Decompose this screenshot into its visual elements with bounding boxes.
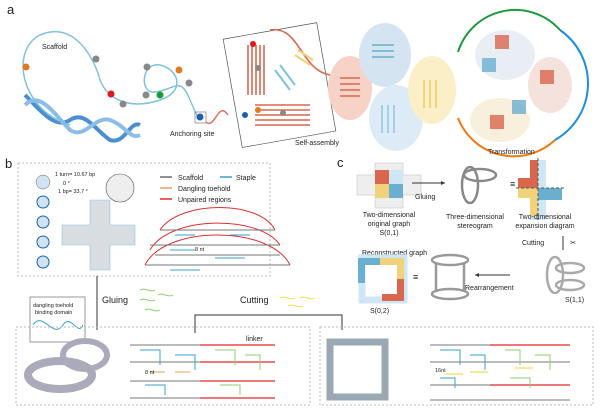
nt-label-b: 8 nt <box>195 247 205 253</box>
original-graph <box>356 162 422 209</box>
zero-degree-label: 0 ° <box>63 181 70 187</box>
legend-unpaired-regions: Unpaired regions <box>178 197 232 204</box>
helix-turn-diagram <box>35 174 51 269</box>
cutting-strands <box>279 296 316 308</box>
legend-dangling-toehold: Dangling toehold <box>178 186 231 193</box>
cutting-result-box <box>319 326 594 406</box>
cutting-flow-label: Cutting <box>240 295 269 305</box>
stereogram-label-1: Three-dimensional <box>446 214 504 221</box>
scaffold-sites <box>22 55 193 108</box>
expansion-label-2: expansion diagram <box>515 223 574 230</box>
cutting-label: Cutting <box>522 240 544 247</box>
s02-label: S(0,2) <box>370 308 389 315</box>
double-ring-structure <box>24 338 110 393</box>
nt8-label: 8 nt <box>145 370 155 376</box>
bp-label: 1 bp= 33.7 ° <box>58 189 88 195</box>
strand-diagram-b <box>144 207 291 271</box>
gluing-result-box <box>15 326 311 406</box>
reconstructed-graph-label: Reconstructed graph <box>362 250 427 257</box>
anchoring-site-label: Anchoring site <box>170 131 214 138</box>
panel-b-box <box>17 162 271 277</box>
original-graph-label-2: original graph <box>368 221 411 228</box>
original-graph-label-3: S(0,1) <box>379 230 398 237</box>
turn-label: 1 turn= 10.67 bp <box>55 172 95 178</box>
gluing-flow-label: Gluing <box>102 295 128 305</box>
toehold-inset-label-1: dangling toehold <box>33 303 73 309</box>
cylinder-shape <box>430 253 470 301</box>
expansion-label-1: Two-dimensional <box>519 214 572 221</box>
nt16-label: 16nt <box>435 368 446 374</box>
toehold-inset-label-2: binding domain <box>35 310 72 316</box>
gluing-strands <box>139 288 174 312</box>
assembled-tiles <box>328 23 456 151</box>
stereogram <box>460 165 498 205</box>
panel-b-letter: b <box>5 156 12 171</box>
linker-label: linker <box>246 336 263 343</box>
scaffold-strand <box>22 31 199 126</box>
panel-a-letter: a <box>7 2 15 17</box>
anchoring-site-marker <box>194 111 207 124</box>
transformation-label: Transformation <box>488 149 535 156</box>
expansion-diagram <box>516 158 566 220</box>
equivalent-sign-2: ≡ <box>413 272 418 282</box>
s11-label: S(1,1) <box>565 297 584 304</box>
strand-diagram-cut <box>430 344 570 401</box>
reconstructed-graph <box>358 254 408 304</box>
self-assembly-label: Self-assembly <box>295 140 339 147</box>
original-graph-label-1: Two-dimensional <box>363 212 416 219</box>
transformation-cycle <box>457 8 589 158</box>
stereogram-label-2: stereogram <box>457 223 493 230</box>
self-assembly-box <box>222 22 346 148</box>
legend: Scaffold Staple Dangling toehold Unpaire… <box>160 175 256 204</box>
legend-scaffold: Scaffold <box>178 175 203 182</box>
strand-diagram-glued <box>130 344 275 399</box>
scaffold-label: Scaffold <box>42 44 67 51</box>
equivalent-sign: ≡ <box>510 179 515 189</box>
square-ring-structure <box>326 338 389 401</box>
panel-c-letter: c <box>337 155 344 170</box>
s11-shape <box>545 255 586 295</box>
legend-staple: Staple <box>236 175 256 182</box>
toehold-inset <box>29 296 86 343</box>
cross-origami <box>61 173 136 271</box>
gluing-label: Gluing <box>415 194 435 201</box>
scissors-icon: ✂ <box>570 240 576 247</box>
rearrangement-label: Rearrangement <box>465 285 514 292</box>
cutting-flow-arrow <box>194 314 343 333</box>
dna-helix <box>23 93 141 143</box>
